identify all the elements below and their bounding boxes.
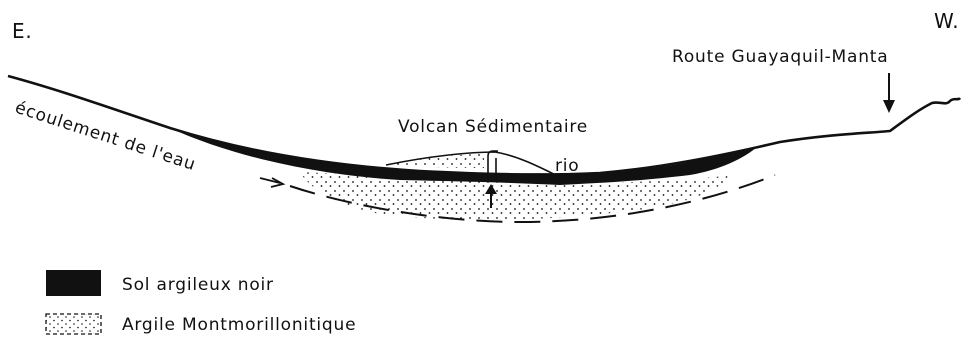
legend: Sol argileux noir Argile Montmorilloniti… bbox=[46, 270, 356, 335]
river-label: rio bbox=[555, 156, 580, 176]
legend-swatch-black-soil bbox=[46, 270, 101, 296]
east-label: E. bbox=[12, 19, 33, 43]
volcano-label: Volcan Sédimentaire bbox=[398, 117, 588, 137]
water-flow-label: écoulement de l'eau bbox=[12, 98, 198, 175]
legend-label-montmorillonite: Argile Montmorillonitique bbox=[122, 315, 356, 335]
road-arrow-head bbox=[883, 100, 895, 113]
road-label: Route Guayaquil-Manta bbox=[672, 47, 888, 67]
legend-swatch-montmorillonite bbox=[46, 314, 101, 334]
legend-label-black-soil: Sol argileux noir bbox=[122, 275, 274, 295]
west-label: W. bbox=[934, 9, 959, 33]
